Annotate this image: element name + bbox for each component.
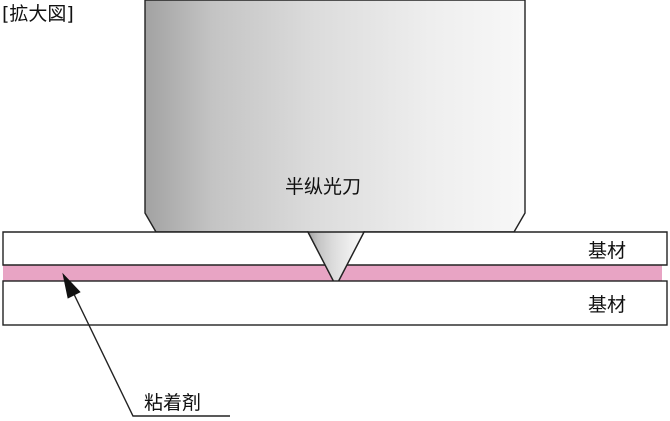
adhesive-leader-line xyxy=(69,285,230,417)
diagram-title: [拡大図] xyxy=(2,3,74,25)
top-substrate-label: 基材 xyxy=(588,240,626,262)
blade-tip xyxy=(306,231,366,288)
bottom-substrate-label: 基材 xyxy=(588,294,626,316)
adhesive-label: 粘着剤 xyxy=(144,392,201,414)
adhesive-arrowhead xyxy=(62,272,81,299)
blade-label: 半纵光刀 xyxy=(285,176,361,198)
bottom-substrate xyxy=(2,280,668,326)
